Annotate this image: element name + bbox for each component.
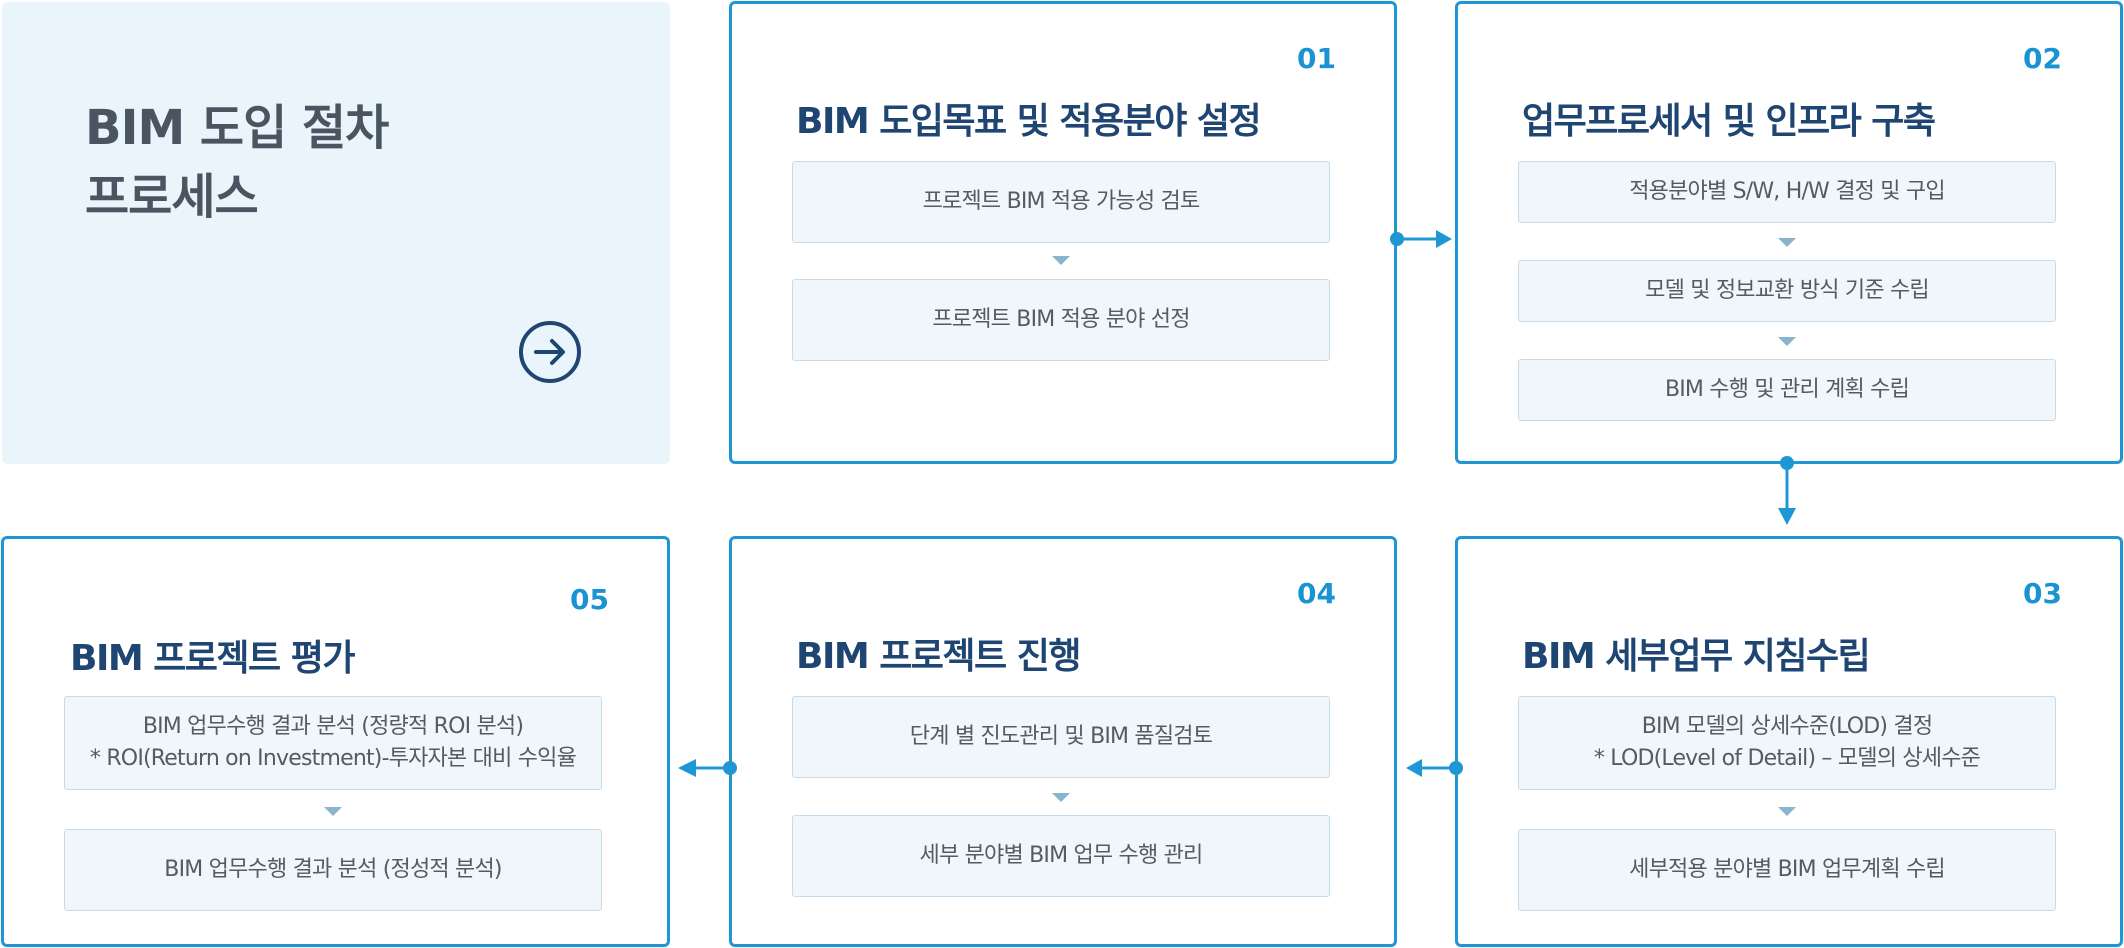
step-box: 단계 별 진도관리 및 BIM 품질검토: [792, 696, 1330, 778]
connector-02-03: [1778, 456, 1796, 525]
card-title: 업무프로세서 및 인프라 구축: [1522, 101, 1936, 142]
step-card-05: 05 BIM 프로젝트 평가 BIM 업무수행 결과 분석 (정량적 ROI 분…: [1, 536, 670, 947]
card-number: 05: [570, 583, 609, 616]
card-title: BIM 도입목표 및 적용분야 설정: [796, 101, 1262, 142]
step-box: 모델 및 정보교환 방식 기준 수립: [1518, 260, 2056, 322]
arrow-right-circle-icon[interactable]: [518, 320, 582, 384]
card-number: 02: [2023, 42, 2062, 75]
down-triangle-icon: [324, 807, 342, 816]
step-box: BIM 업무수행 결과 분석 (정성적 분석): [64, 829, 602, 911]
step-card-03: 03 BIM 세부업무 지침수립 BIM 모델의 상세수준(LOD) 결정 * …: [1455, 536, 2123, 947]
step-card-01: 01 BIM 도입목표 및 적용분야 설정 프로젝트 BIM 적용 가능성 검토…: [729, 1, 1397, 464]
step-box: 프로젝트 BIM 적용 분야 선정: [792, 279, 1330, 361]
card-number: 01: [1297, 42, 1336, 75]
step-box: 세부 분야별 BIM 업무 수행 관리: [792, 815, 1330, 897]
step-card-04: 04 BIM 프로젝트 진행 단계 별 진도관리 및 BIM 품질검토 세부 분…: [729, 536, 1397, 947]
step-card-02: 02 업무프로세서 및 인프라 구축 적용분야별 S/W, H/W 결정 및 구…: [1455, 1, 2123, 464]
step-box: BIM 수행 및 관리 계획 수립: [1518, 359, 2056, 421]
down-triangle-icon: [1052, 793, 1070, 802]
step-box: 프로젝트 BIM 적용 가능성 검토: [792, 161, 1330, 243]
card-title: BIM 세부업무 지침수립: [1522, 636, 1871, 677]
step-box: BIM 업무수행 결과 분석 (정량적 ROI 분석) * ROI(Return…: [64, 696, 602, 790]
card-number: 04: [1297, 577, 1336, 610]
intro-title: BIM 도입 절차 프로세스: [85, 100, 389, 226]
card-number: 03: [2023, 577, 2062, 610]
card-title: BIM 프로젝트 평가: [70, 638, 355, 679]
down-triangle-icon: [1778, 807, 1796, 816]
down-triangle-icon: [1052, 256, 1070, 265]
step-box: 세부적용 분야별 BIM 업무계획 수립: [1518, 829, 2056, 911]
down-triangle-icon: [1778, 238, 1796, 247]
connector-01-02: [1390, 230, 1452, 248]
down-triangle-icon: [1778, 337, 1796, 346]
card-title: BIM 프로젝트 진행: [796, 636, 1081, 677]
step-box: 적용분야별 S/W, H/W 결정 및 구입: [1518, 161, 2056, 223]
step-box: BIM 모델의 상세수준(LOD) 결정 * LOD(Level of Deta…: [1518, 696, 2056, 790]
intro-panel: BIM 도입 절차 프로세스: [2, 2, 670, 464]
